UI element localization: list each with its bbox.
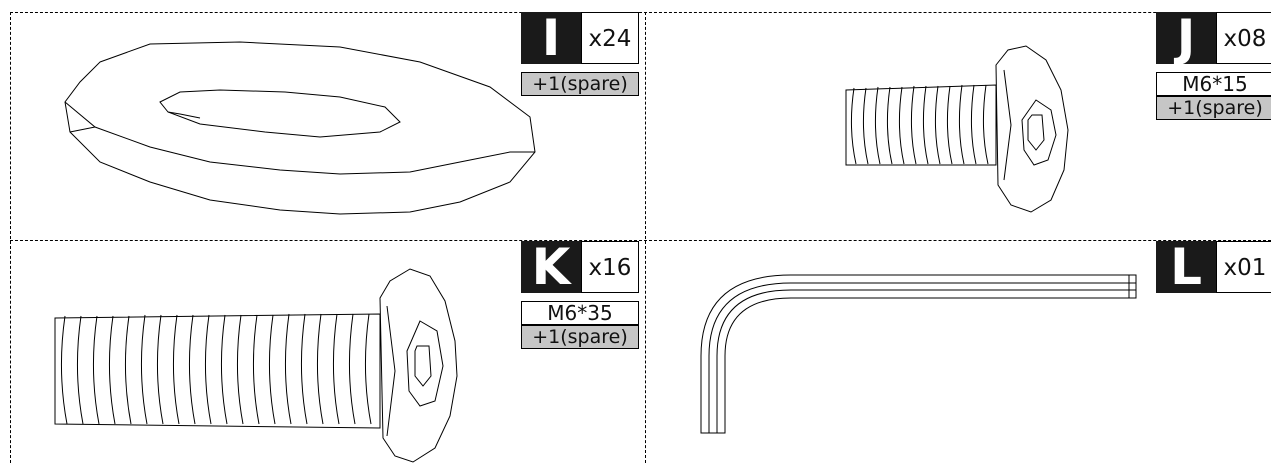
- part-cell-j: J x08 M6*15 +1(spare): [646, 12, 1271, 240]
- short-bolt-drawing: [845, 45, 1069, 213]
- part-letter: L: [1156, 241, 1216, 293]
- bolt-head: [379, 268, 458, 463]
- part-tag-k: K x16 M6*35 +1(spare): [521, 241, 639, 349]
- grid-vertical-divider: [645, 12, 646, 463]
- part-tag-l: L x01: [1156, 241, 1271, 293]
- part-spare-note: +1(spare): [521, 72, 639, 96]
- grid-top-border: [10, 12, 1271, 13]
- part-tag-j: J x08 M6*15 +1(spare): [1156, 12, 1271, 120]
- washer-drawing: [64, 41, 536, 215]
- part-cell-i: I x24 +1(spare): [10, 12, 645, 240]
- part-letter: K: [521, 241, 581, 293]
- bolt-thread: [54, 313, 381, 429]
- bolt-head: [995, 45, 1069, 213]
- part-quantity: x24: [581, 12, 639, 64]
- part-quantity: x08: [1216, 12, 1271, 64]
- long-bolt-drawing: [54, 268, 458, 463]
- part-spare-note: +1(spare): [521, 325, 639, 349]
- grid-horizontal-divider: [10, 240, 1271, 241]
- allen-key-drawing: [700, 274, 1137, 434]
- part-size: M6*15: [1156, 72, 1271, 96]
- part-cell-l: L x01: [646, 241, 1271, 463]
- part-cell-k: K x16 M6*35 +1(spare): [10, 241, 645, 463]
- part-letter: I: [521, 12, 581, 64]
- bolt-thread: [845, 84, 997, 166]
- part-tag-i: I x24 +1(spare): [521, 12, 639, 96]
- part-letter: J: [1156, 12, 1216, 64]
- part-quantity: x16: [581, 241, 639, 293]
- part-size: M6*35: [521, 301, 639, 325]
- grid-left-border: [10, 12, 11, 463]
- part-spare-note: +1(spare): [1156, 96, 1271, 120]
- part-quantity: x01: [1216, 241, 1271, 293]
